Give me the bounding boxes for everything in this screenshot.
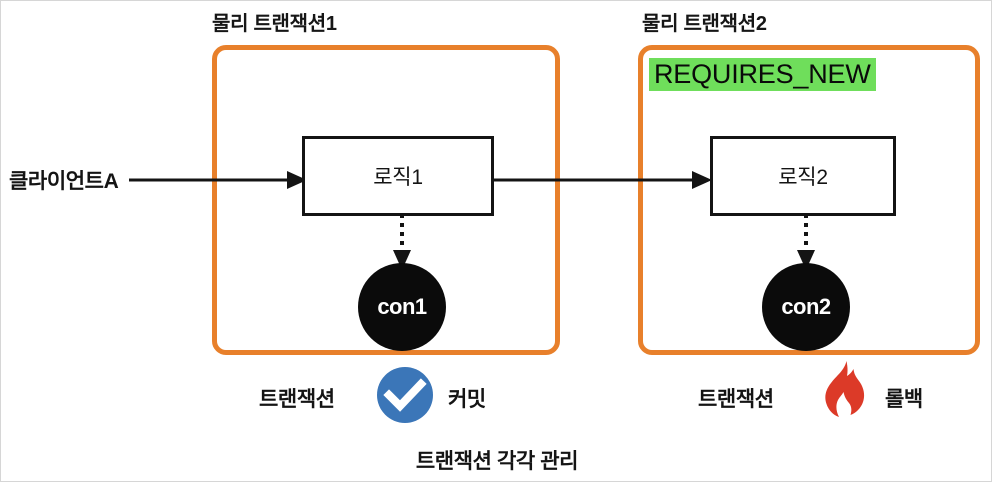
connection-circle-con2: con2 (762, 263, 850, 351)
connection-circle-con1-label: con1 (377, 294, 427, 319)
arrow-logic1-to-logic2 (494, 171, 712, 189)
transaction-1-result-suffix: 커밋 (448, 388, 486, 411)
transaction-2-box (638, 45, 980, 355)
arrow-logic1-to-con1 (393, 214, 411, 270)
arrow-client-to-logic1 (129, 171, 307, 189)
transaction-1-box (212, 45, 560, 355)
check-circle-icon (377, 367, 433, 423)
connection-circle-con1: con1 (358, 263, 446, 351)
connection-circle-con2-label: con2 (781, 294, 831, 319)
transaction-2-result-suffix: 롤백 (885, 388, 923, 411)
transaction-1-result-prefix: 트랜잭션 (259, 388, 335, 411)
transaction-2-title: 물리 트랜잭션2 (642, 13, 767, 35)
propagation-badge-requires-new: REQUIRES_NEW (649, 58, 876, 91)
logic-box-2-label: 로직2 (778, 166, 828, 189)
arrow-logic2-to-con2 (797, 214, 815, 270)
logic-box-1-label: 로직1 (373, 166, 423, 189)
transaction-2-result-prefix: 트랜잭션 (698, 388, 774, 411)
logic-box-1: 로직1 (302, 136, 494, 216)
flame-icon (825, 361, 865, 417)
logic-box-2: 로직2 (710, 136, 896, 216)
diagram-caption: 트랜잭션 각각 관리 (415, 450, 579, 473)
client-label: 클라이언트A (9, 170, 119, 193)
transaction-1-title: 물리 트랜잭션1 (212, 13, 337, 35)
